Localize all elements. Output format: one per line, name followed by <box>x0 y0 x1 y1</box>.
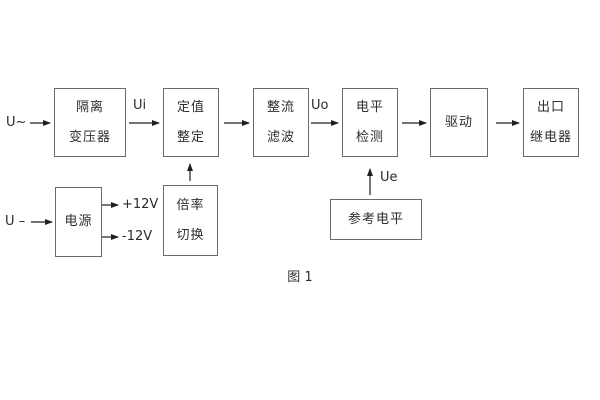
block-label: 隔离 <box>75 99 104 115</box>
label-ue: Ue <box>380 170 398 185</box>
block-isolation-transformer: 隔离 变压器 <box>54 88 126 157</box>
block-output-relay: 出口 继电器 <box>523 88 579 157</box>
block-level-detection: 电平 检测 <box>342 88 398 157</box>
block-label: 定值 <box>176 99 205 115</box>
label-uo: Uo <box>311 98 329 113</box>
block-label: 切换 <box>176 227 205 243</box>
block-label: 整流 <box>266 99 295 115</box>
block-label: 滤波 <box>266 129 295 145</box>
block-ratio-switching: 倍率 切换 <box>163 185 218 256</box>
label-ac-input: U~ <box>6 115 27 130</box>
block-label: 整定 <box>176 129 205 145</box>
block-label: 电源 <box>64 214 93 229</box>
block-label: 驱动 <box>444 114 473 130</box>
block-power-supply: 电源 <box>55 187 102 257</box>
label-plus12v: +12V <box>122 197 159 212</box>
block-reference-level: 参考电平 <box>330 199 422 240</box>
block-label: 倍率 <box>176 197 205 213</box>
block-label: 出口 <box>536 99 565 115</box>
block-label: 参考电平 <box>347 211 404 227</box>
label-dc-input: U – <box>5 214 26 229</box>
block-driver: 驱动 <box>430 88 488 157</box>
label-minus12v: -12V <box>122 229 153 244</box>
block-rectifier-filter: 整流 滤波 <box>253 88 309 157</box>
block-label: 检测 <box>355 129 384 145</box>
block-label: 变压器 <box>68 129 111 145</box>
figure-caption: 图 1 <box>287 270 313 285</box>
block-setting-adjustment: 定值 整定 <box>163 88 219 157</box>
label-ui: Ui <box>133 98 147 113</box>
block-label: 继电器 <box>529 129 572 145</box>
block-label: 电平 <box>355 99 384 115</box>
